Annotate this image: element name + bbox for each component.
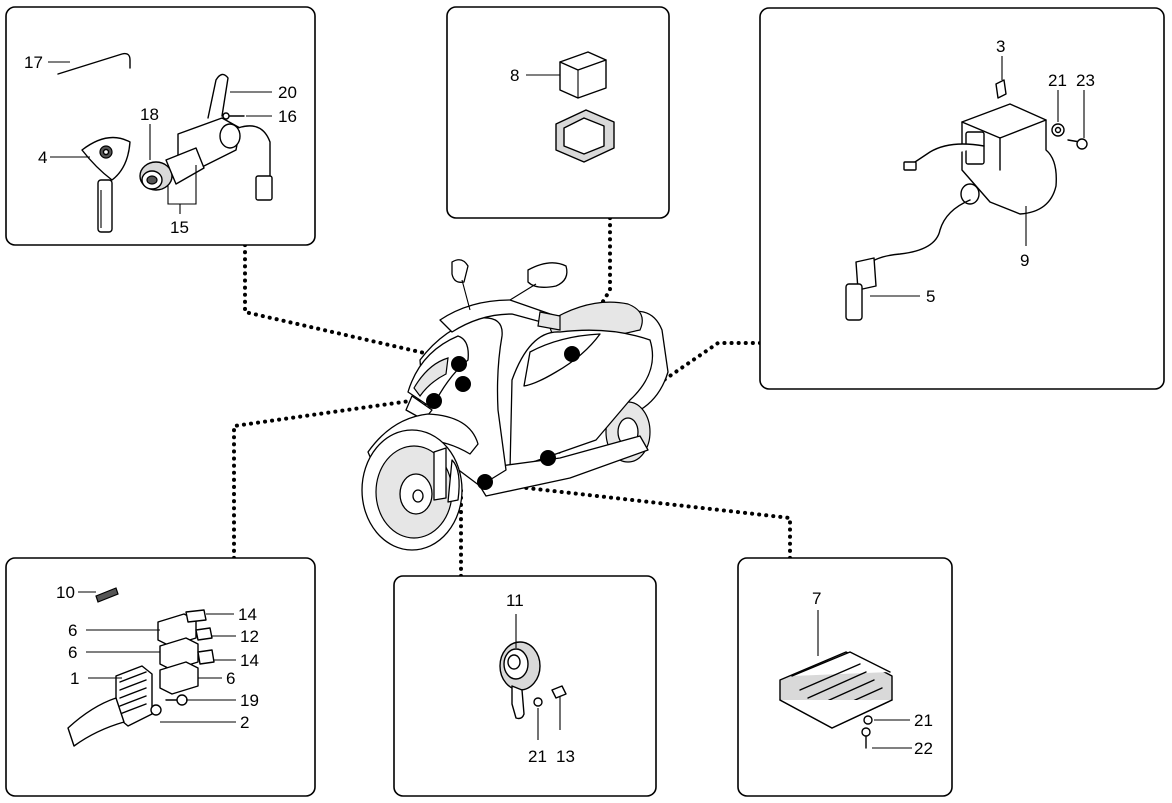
relay-part: [555, 51, 615, 163]
callout-23: 23: [1076, 71, 1095, 90]
callout-4: 4: [38, 148, 47, 167]
location-marker: [540, 450, 556, 466]
panel-relay: 8: [446, 6, 670, 219]
callout-21: 21: [1048, 71, 1067, 90]
location-marker: [426, 393, 442, 409]
lock-cap-part: [139, 161, 173, 191]
callout-13: 13: [556, 747, 575, 766]
location-marker: [564, 346, 580, 362]
connector-stack-part: [157, 609, 215, 695]
callout-17: 17: [24, 53, 43, 72]
ignition-switch-part: [165, 73, 273, 201]
washer-part: [863, 715, 873, 725]
scooter-illustration: [361, 259, 669, 551]
callout-14: 14: [240, 651, 259, 670]
callout-18: 18: [140, 105, 159, 124]
callout-21: 21: [914, 711, 933, 730]
hex-key-part: [57, 52, 131, 75]
panel-fuse-box: 10 6 14 12 6 14 6 1 19 2: [5, 557, 316, 797]
callout-14: 14: [238, 605, 257, 624]
callout-6: 6: [68, 643, 77, 662]
callout-19: 19: [240, 691, 259, 710]
callout-12: 12: [240, 627, 259, 646]
callout-1: 1: [70, 669, 79, 688]
callout-16: 16: [278, 107, 297, 126]
connector-top-left: [243, 243, 457, 362]
callout-22: 22: [914, 739, 933, 758]
key-part: [81, 136, 131, 233]
voltage-regulator-part: [779, 651, 893, 729]
bolt-part: [551, 685, 567, 730]
callout-2: 2: [240, 713, 249, 732]
callout-5: 5: [926, 287, 935, 306]
location-marker: [477, 474, 493, 490]
callout-20: 20: [278, 83, 297, 102]
callout-9: 9: [1020, 251, 1029, 270]
panel-horn: 11 21 13: [393, 575, 657, 797]
callout-11: 11: [506, 591, 524, 610]
callout-6: 6: [226, 669, 235, 688]
spark-plug-cap-part: [845, 257, 877, 321]
panel-ignition-coil: 3 21 23 9 5: [759, 7, 1165, 390]
harness-connector-part: [67, 665, 153, 747]
washer-part: [533, 697, 543, 707]
callout-10: 10: [56, 583, 75, 602]
callout-6: 6: [68, 621, 77, 640]
fuse-part: [95, 587, 119, 603]
callout-8: 8: [510, 66, 519, 85]
location-marker: [451, 356, 467, 372]
location-marker: [455, 376, 471, 392]
connector-bottom-right: [481, 481, 792, 560]
connector-bottom-left: [232, 396, 433, 560]
callout-3: 3: [996, 37, 1005, 56]
clip-part: [995, 79, 1007, 99]
horn-part: [499, 641, 541, 720]
panel-regulator: 7 21 22: [737, 557, 953, 797]
callout-15: 15: [170, 218, 189, 237]
callout-7: 7: [812, 589, 821, 608]
panel-ignition-lock: 17 20 16 18 4 15: [5, 6, 316, 246]
ignition-coil-part: [903, 103, 1057, 215]
callout-21: 21: [528, 747, 547, 766]
washer-part: [150, 704, 162, 716]
